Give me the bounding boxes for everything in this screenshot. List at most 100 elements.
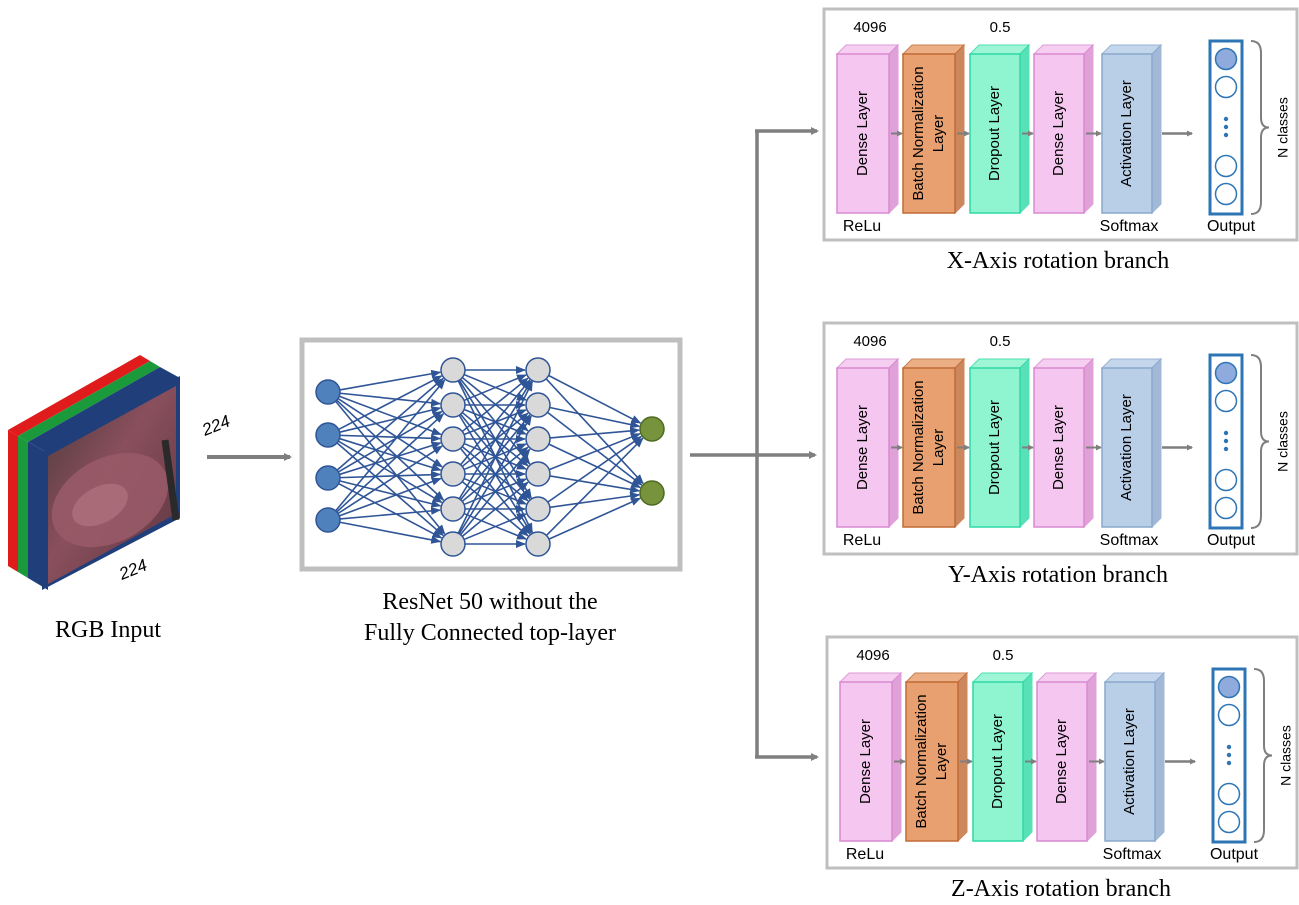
red-channel-slab: [8, 355, 150, 436]
network-edge: [548, 374, 642, 424]
activation-layer-front: [1101, 53, 1153, 214]
output-class-node: [1214, 75, 1238, 99]
dense-layer-2-label: Dense Layer: [1053, 719, 1070, 804]
network-edge: [335, 379, 446, 512]
dense-layer-1-label: Dense Layer: [854, 405, 871, 490]
input-neuron: [315, 507, 341, 533]
output-class-node: [1217, 782, 1241, 806]
output-class-node-active: [1214, 361, 1238, 385]
network-edge: [336, 377, 444, 471]
input-height-label: 224: [115, 555, 149, 584]
network-edge: [339, 441, 442, 476]
classes-brace: [1250, 40, 1270, 215]
batch-normalization-layer-label: Layer: [933, 743, 950, 781]
network-edge: [459, 379, 531, 466]
output-class-node-active: [1214, 47, 1238, 71]
activation-layer-side: [1154, 671, 1165, 843]
network-edge: [548, 497, 642, 540]
activation-layer-top: [1100, 44, 1163, 55]
network-edge: [459, 448, 531, 536]
dropout-layer-side: [1019, 43, 1030, 215]
output-class-node: [1214, 389, 1238, 413]
ellipsis-dot: [1226, 744, 1232, 750]
dropout-layer-top: [968, 358, 1031, 369]
network-edge: [339, 470, 442, 479]
batch-normalization-layer-front: [905, 681, 959, 842]
batch-normalization-layer-top: [901, 44, 966, 55]
softmax-activation-label: Softmax: [1100, 218, 1159, 235]
batch-normalization-layer-side: [954, 357, 965, 529]
ellipsis-dot: [1223, 430, 1229, 436]
dense-layer-1: Dense Layer: [838, 671, 903, 843]
input-caption: RGB Input: [55, 617, 161, 643]
batch-normalization-layer-label: Layer: [930, 115, 947, 153]
dense-layer-1-side: [891, 671, 902, 843]
instrument: [161, 439, 180, 521]
activation-layer-label: Activation Layer: [1118, 80, 1135, 187]
input-width-label: 224: [198, 411, 232, 440]
network-edge: [545, 378, 644, 485]
dense-layer-2: Dense Layer: [1032, 43, 1095, 215]
organ-highlight: [72, 483, 128, 527]
dense-layer-2-top: [1035, 672, 1098, 683]
dense-layer-2-side: [1086, 671, 1097, 843]
network-edge: [339, 434, 442, 443]
output-class-node: [1217, 810, 1241, 834]
hidden-neuron: [440, 461, 466, 487]
output-class-node: [1214, 154, 1238, 178]
branch-title: Z-Axis rotation branch: [951, 876, 1171, 902]
network-edge: [549, 406, 641, 429]
network-edge: [336, 413, 445, 513]
dropout-layer: Dropout Layer: [968, 357, 1031, 529]
dense-units-label: 4096: [853, 333, 886, 350]
network-edge: [547, 435, 643, 503]
network-edge: [339, 506, 442, 520]
dense-layer-1-front: [836, 367, 890, 528]
backbone-caption-line2: Fully Connected top-layer: [364, 620, 616, 646]
dropout-layer: Dropout Layer: [971, 671, 1034, 843]
batch-normalization-layer-side: [957, 671, 968, 843]
n-classes-label: N classes: [1275, 97, 1291, 158]
dropout-layer-top: [971, 672, 1034, 683]
network-edge: [339, 437, 442, 472]
dropout-layer-side: [1022, 671, 1033, 843]
dropout-rate-label: 0.5: [990, 333, 1011, 350]
network-edge: [457, 380, 534, 534]
dropout-layer-front: [969, 367, 1021, 528]
input-neuron: [315, 379, 341, 405]
activation-layer-top: [1103, 672, 1166, 683]
network-edge: [461, 377, 529, 433]
branch-connector: [690, 127, 819, 761]
dropout-layer-side: [1019, 357, 1030, 529]
dropout-rate-label: 0.5: [990, 19, 1011, 36]
network-edge: [337, 440, 443, 504]
branch-title: Y-Axis rotation branch: [948, 562, 1168, 588]
network-edge: [338, 482, 443, 539]
dropout-layer: Dropout Layer: [968, 43, 1031, 215]
batch-normalization-layer-label: Batch Normalization: [913, 694, 930, 828]
dropout-rate-label: 0.5: [993, 647, 1014, 664]
green-channel-side: [18, 436, 28, 578]
dense-layer-2-top: [1032, 44, 1095, 55]
hidden-neuron: [525, 496, 551, 522]
dense-layer-1-front: [839, 681, 893, 842]
activation-layer-side: [1151, 357, 1162, 529]
relu-activation-label: ReLu: [843, 532, 881, 549]
hidden-neuron: [525, 426, 551, 452]
hidden-neuron: [525, 392, 551, 418]
output-class-node: [1214, 496, 1238, 520]
batch-normalization-layer-front: [902, 53, 956, 214]
dropout-layer-label: Dropout Layer: [986, 400, 1003, 495]
activation-layer-side: [1151, 43, 1162, 215]
batch-normalization-layer-side: [954, 43, 965, 215]
network-edge: [337, 410, 443, 473]
network-edge: [337, 445, 443, 515]
network-edge: [337, 397, 443, 468]
dense-units-label: 4096: [856, 647, 889, 664]
